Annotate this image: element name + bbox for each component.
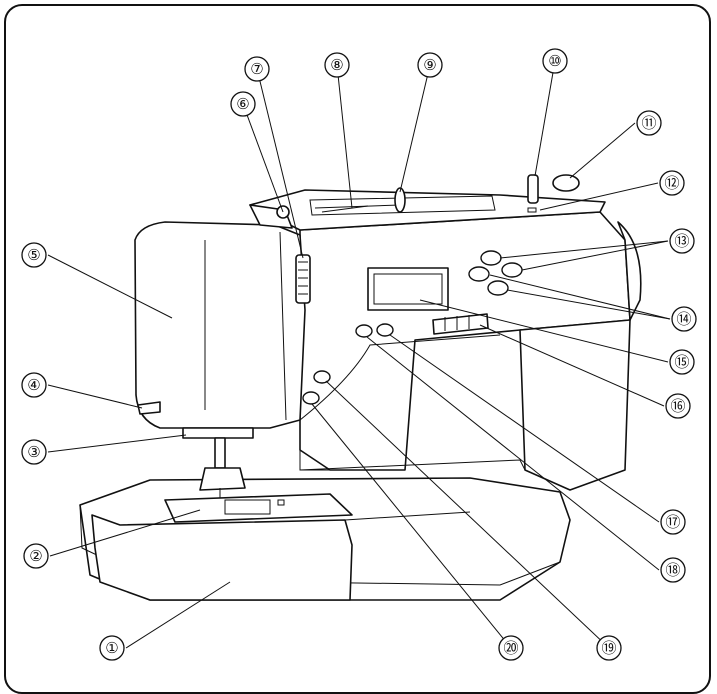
svg-text:②: ② — [29, 547, 42, 565]
stitch-button[interactable] — [480, 250, 502, 266]
needle-bar — [214, 437, 226, 469]
svg-text:⑱: ⑱ — [665, 561, 680, 579]
callout-11: ⑪ — [636, 110, 662, 136]
small-button[interactable] — [376, 323, 394, 337]
svg-text:③: ③ — [27, 443, 40, 461]
needle-clamp — [182, 427, 254, 439]
stitch-button[interactable] — [468, 266, 490, 282]
sewing-machine-diagram: ① ② ③ ④ ⑤ ⑥ ⑦ ⑧ ⑨ ⑩ ⑪ ⑫ ⑬ ⑭ ⑮ ⑯ ⑰ ⑱ ⑲ ⑳ — [21, 48, 697, 661]
machine-column — [519, 319, 631, 491]
face-plate — [134, 221, 306, 429]
presser-foot — [199, 467, 246, 491]
svg-text:⑪: ⑪ — [641, 114, 656, 132]
leader-lines — [47, 60, 671, 649]
lcd-screen — [367, 267, 449, 311]
callout-12: ⑫ — [659, 170, 685, 196]
callout-2: ② — [23, 543, 49, 569]
sewing-machine-illustration — [79, 174, 642, 601]
svg-text:⑰: ⑰ — [665, 513, 680, 531]
callout-8: ⑧ — [324, 52, 350, 78]
svg-text:④: ④ — [27, 376, 40, 394]
callout-13: ⑬ — [669, 228, 695, 254]
callout-17: ⑰ — [660, 509, 686, 535]
stitch-button[interactable] — [501, 262, 523, 278]
tension-dial — [295, 254, 311, 304]
top-cover — [249, 189, 606, 231]
svg-text:⑦: ⑦ — [250, 60, 263, 78]
presser-foot-lever — [137, 401, 161, 415]
svg-text:⑯: ⑯ — [670, 397, 685, 415]
callout-10: ⑩ — [542, 48, 568, 74]
callouts: ① ② ③ ④ ⑤ ⑥ ⑦ ⑧ ⑨ ⑩ ⑪ ⑫ ⑬ ⑭ ⑮ ⑯ ⑰ ⑱ ⑲ ⑳ — [21, 48, 697, 661]
svg-text:⑧: ⑧ — [330, 56, 343, 74]
svg-text:⑲: ⑲ — [601, 639, 616, 657]
svg-text:⑬: ⑬ — [674, 232, 689, 250]
small-button[interactable] — [355, 324, 373, 338]
callout-1: ① — [99, 635, 125, 661]
svg-text:⑮: ⑮ — [674, 353, 689, 371]
callout-7: ⑦ — [244, 56, 270, 82]
callout-16: ⑯ — [665, 393, 691, 419]
callout-15: ⑮ — [669, 349, 695, 375]
svg-text:⑩: ⑩ — [548, 52, 561, 70]
callout-6: ⑥ — [230, 91, 256, 117]
svg-text:①: ① — [105, 639, 118, 657]
spool-pin — [321, 205, 369, 213]
reverse-button[interactable] — [313, 370, 331, 384]
extension-table — [91, 514, 353, 601]
callout-3: ③ — [21, 439, 47, 465]
callout-19: ⑲ — [596, 635, 622, 661]
svg-text:⑳: ⑳ — [503, 639, 518, 657]
callout-5: ⑤ — [21, 242, 47, 268]
bobbin-winder-stopper — [552, 174, 580, 192]
svg-text:⑨: ⑨ — [423, 56, 436, 74]
needle-up-down-button[interactable] — [302, 391, 320, 405]
callout-14: ⑭ — [671, 306, 697, 332]
callout-18: ⑱ — [660, 557, 686, 583]
svg-text:⑤: ⑤ — [27, 246, 40, 264]
bobbin-winder-spindle — [527, 174, 539, 204]
callout-20: ⑳ — [498, 635, 524, 661]
callout-4: ④ — [21, 372, 47, 398]
svg-text:⑫: ⑫ — [664, 174, 679, 192]
svg-text:⑭: ⑭ — [676, 310, 691, 328]
callout-9: ⑨ — [417, 52, 443, 78]
svg-text:⑥: ⑥ — [236, 95, 249, 113]
needle-plate — [164, 493, 353, 523]
spool-holder — [394, 187, 406, 213]
stitch-button[interactable] — [487, 280, 509, 296]
